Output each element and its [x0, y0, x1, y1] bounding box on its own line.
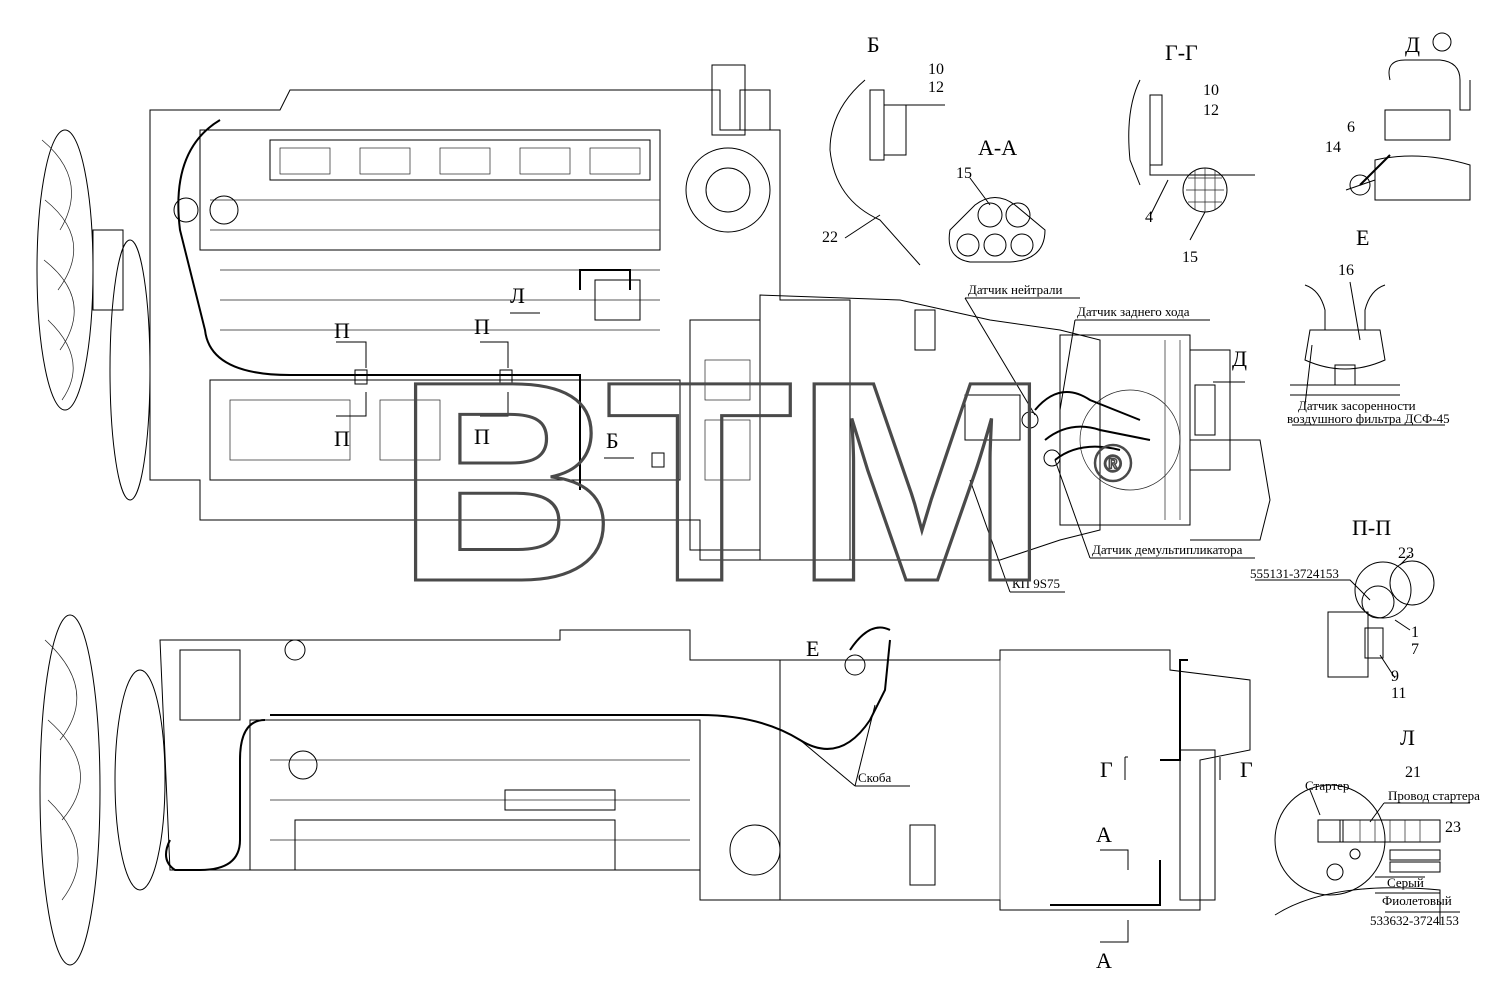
- violet-wire-label: Фиолетовый: [1382, 893, 1452, 908]
- view-pp-num-11: 11: [1391, 685, 1406, 702]
- view-arrow-label-l: Л: [510, 283, 525, 308]
- view-l-num-23: 23: [1445, 819, 1461, 836]
- upper-engine-view: [36, 64, 1271, 561]
- view-aa-num-15: 15: [956, 165, 972, 182]
- starter-label: Стартер: [1305, 778, 1349, 793]
- view-b-title: Б: [867, 32, 880, 57]
- neutral-sensor-label: Датчик нейтрали: [968, 282, 1062, 297]
- view-gg-num-10: 10: [1203, 82, 1219, 99]
- view-gg-num-4: 4: [1145, 209, 1153, 226]
- view-pp-title: П-П: [1352, 515, 1391, 540]
- section-label-p-bottom-1: П: [334, 426, 350, 451]
- detail-view-b: Б 10 12 22: [822, 32, 945, 266]
- section-label-p-top-2: П: [474, 314, 490, 339]
- view-b-num-10: 10: [928, 61, 944, 78]
- view-aa-title: А-А: [978, 135, 1017, 160]
- watermark: ВТМ ®: [394, 322, 1133, 643]
- demultiplier-sensor-label: Датчик демультипликатора: [1092, 542, 1243, 557]
- section-label-g-right: Г: [1240, 757, 1253, 782]
- bracket-label: Скоба: [858, 770, 891, 785]
- callouts-upper: Датчик нейтрали Датчик заднего хода Датч…: [964, 282, 1255, 593]
- view-b-num-22: 22: [822, 229, 838, 246]
- detail-view-l: Л 21 23 Стартер Провод стартера Серый Фи…: [1274, 725, 1480, 928]
- view-e-num-16: 16: [1338, 262, 1354, 279]
- section-label-p-top-1: П: [334, 318, 350, 343]
- detail-view-gg: Г-Г 10 12 4 15: [1128, 40, 1255, 266]
- section-arrows-lower: Е Г Г А А: [805, 636, 1253, 973]
- view-e-title: Е: [1356, 225, 1369, 250]
- section-label-a-top: А: [1096, 822, 1112, 847]
- view-pp-num-9: 9: [1391, 668, 1399, 685]
- detail-view-d: Д 6 14: [1325, 32, 1471, 201]
- view-arrow-label-e: Е: [806, 636, 819, 661]
- detail-view-e: Е 16 Датчик засоренности воздушного филь…: [1287, 225, 1450, 426]
- view-l-title: Л: [1400, 725, 1415, 750]
- watermark-registered-mark: ®: [1104, 451, 1122, 478]
- detail-view-aa: А-А 15: [948, 135, 1046, 263]
- lower-engine-view: [39, 614, 1251, 966]
- view-d-num-14: 14: [1325, 139, 1341, 156]
- view-gg-num-12: 12: [1203, 102, 1219, 119]
- watermark-text: ВТМ: [395, 323, 1050, 641]
- pp-part-number: 555131-3724153: [1250, 566, 1339, 581]
- section-label-p-bottom-2: П: [474, 424, 490, 449]
- section-label-a-bottom: А: [1096, 948, 1112, 973]
- callouts-lower: Скоба: [799, 704, 910, 787]
- view-arrow-label-b: Б: [606, 428, 619, 453]
- detail-view-pp: П-П 555131-3724153 23 1 7 9 11: [1250, 515, 1435, 702]
- view-pp-num-7: 7: [1411, 641, 1419, 658]
- gearbox-label: КП 9S75: [1012, 576, 1060, 591]
- view-pp-num-23: 23: [1398, 545, 1414, 562]
- view-d-title: Д: [1405, 32, 1420, 57]
- reverse-sensor-label: Датчик заднего хода: [1077, 304, 1190, 319]
- view-arrow-label-d: Д: [1232, 346, 1247, 371]
- view-d-num-6: 6: [1347, 119, 1355, 136]
- view-pp-num-1: 1: [1411, 624, 1419, 641]
- filter-sensor-label-1: Датчик засоренности: [1298, 398, 1416, 413]
- view-gg-title: Г-Г: [1165, 40, 1198, 65]
- section-arrows-upper: П П П П Л Б Д: [334, 283, 1247, 459]
- grey-wire-label: Серый: [1387, 875, 1424, 890]
- section-label-g-left: Г: [1100, 757, 1113, 782]
- view-b-num-12: 12: [928, 79, 944, 96]
- l-part-number: 533632-3724153: [1370, 913, 1459, 928]
- view-gg-num-15: 15: [1182, 249, 1198, 266]
- filter-sensor-label-2: воздушного фильтра ДСФ-45: [1287, 411, 1450, 426]
- view-l-num-21: 21: [1405, 764, 1421, 781]
- starter-wire-label: Провод стартера: [1388, 788, 1480, 803]
